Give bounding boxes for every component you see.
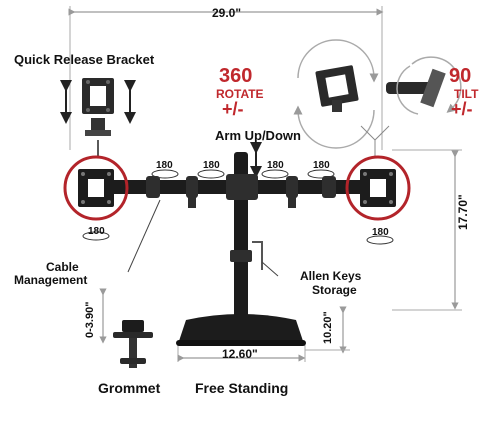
connector-lines: [360, 125, 390, 156]
right-vesa-plate: [345, 155, 411, 221]
total-height-label: 17.70": [456, 194, 470, 230]
grommet-label: Grommet: [98, 380, 161, 396]
grommet-range-label: 0-3.90": [84, 301, 96, 338]
free-standing-label: Free Standing: [195, 380, 289, 396]
grommet-icon: [113, 320, 153, 368]
swivel-arrows: [82, 169, 394, 245]
allen-keys-label-line2: Storage: [312, 283, 357, 297]
swivel-label-1: 180: [156, 160, 173, 171]
quick-release-label: Quick Release Bracket: [14, 52, 155, 67]
tilt-degrees: 90: [449, 65, 472, 87]
swivel-label-2: 180: [203, 160, 220, 171]
swivel-label-5: 180: [88, 226, 105, 237]
cable-label-line2: Management: [14, 273, 88, 287]
swivel-label-3: 180: [267, 160, 284, 171]
callout-lines: [127, 199, 279, 277]
rotate-plusminus: +/-: [222, 99, 244, 119]
rotate-mount-icon: [293, 39, 379, 149]
quick-release-bracket-icon: [60, 78, 136, 158]
tilt-word: TILT: [454, 87, 479, 101]
rotate-word: ROTATE: [216, 87, 264, 101]
allen-keys-label-line1: Allen Keys: [300, 269, 362, 283]
dimension-base-width: [177, 343, 306, 362]
rotate-degrees: 360: [219, 65, 253, 87]
monitor-stand: [104, 152, 372, 346]
dimension-base-height: [305, 306, 350, 354]
swivel-label-4: 180: [313, 160, 330, 171]
base-width-label: 12.60": [222, 347, 258, 361]
arm-updown-label: Arm Up/Down: [215, 128, 301, 143]
tilt-mount-icon: [386, 56, 462, 115]
tilt-plusminus: +/-: [451, 99, 473, 119]
overall-width-label: 29.0": [212, 6, 242, 20]
dimension-overall-width: [68, 6, 384, 150]
left-vesa-plate: [63, 155, 129, 221]
cable-label-line1: Cable: [46, 260, 79, 274]
base-height-label: 10.20": [322, 311, 334, 344]
dimension-total-height: [392, 149, 462, 311]
swivel-label-6: 180: [372, 227, 389, 238]
